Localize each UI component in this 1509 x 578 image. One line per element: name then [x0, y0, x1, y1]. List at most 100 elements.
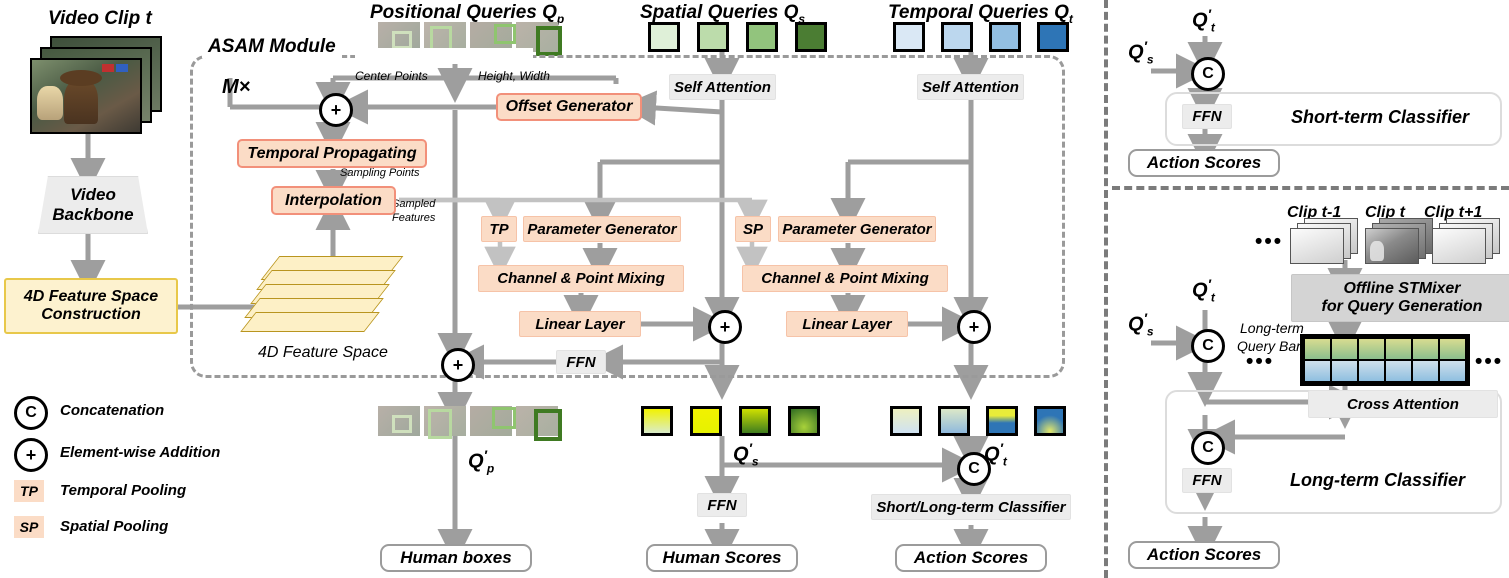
long-term-action-scores-output[interactable]: Action Scores: [1128, 541, 1280, 569]
query-thumb: [424, 406, 466, 439]
clip-label-prev: Clip t-1: [1287, 204, 1342, 221]
ffn-human-scores-box[interactable]: FFN: [697, 493, 747, 517]
bank-ellipsis-left: •••: [1246, 350, 1275, 373]
query-thumb: [516, 22, 562, 56]
bank-cell: [1385, 360, 1412, 382]
fsc-line-2: Construction: [41, 306, 141, 323]
swatch: [739, 406, 771, 436]
sampled-features-line-2: Features: [392, 212, 436, 224]
bank-cell: [1439, 360, 1466, 382]
spatial-pooling-tag: SP: [14, 516, 44, 538]
bank-cell: [1385, 338, 1412, 360]
temporal-queries-label: Temporal Queries Qt: [888, 2, 1073, 26]
positional-queries-label: Positional Queries Qp: [370, 2, 565, 26]
clip-stack-prev: [1290, 218, 1360, 264]
self-attention-spatial-box[interactable]: Self Attention: [669, 74, 776, 100]
swatch: [938, 406, 970, 436]
offline-stmixer-box[interactable]: Offline STMixer for Query Generation: [1291, 274, 1509, 322]
feature-space-caption: 4D Feature Space: [258, 344, 388, 361]
short-long-term-classifier-box[interactable]: Short/Long-term Classifier: [871, 494, 1071, 520]
bank-cell: [1304, 360, 1331, 382]
panel-divider-horizontal: [1112, 186, 1509, 190]
clip-label-current: Clip t: [1365, 204, 1405, 221]
action-scores-output-main[interactable]: Action Scores: [895, 544, 1047, 572]
long-term-query-bank: [1300, 334, 1470, 386]
backbone-line-1: Video: [70, 185, 116, 205]
long-term-concat-node-bottom: C: [1191, 431, 1225, 465]
sampling-points-label: Sampling Points: [340, 167, 420, 179]
short-term-ffn-box[interactable]: FFN: [1182, 104, 1232, 129]
channel-point-mixing-temporal-box[interactable]: Channel & Point Mixing: [742, 265, 948, 292]
swatch: [893, 22, 925, 52]
concatenation-icon: C: [14, 396, 48, 430]
swatch: [989, 22, 1021, 52]
self-attention-temporal-box[interactable]: Self Attention: [917, 74, 1024, 100]
legend-label-temporal-pooling: Temporal Pooling: [60, 482, 187, 499]
panel-divider-vertical: [1104, 0, 1108, 578]
bank-cell: [1358, 338, 1385, 360]
height-width-label: Height, Width: [478, 69, 550, 83]
human-boxes-output[interactable]: Human boxes: [380, 544, 532, 572]
sampled-features-line-1: Sampled: [392, 198, 436, 210]
feature-space-stack: [240, 256, 404, 346]
short-term-action-scores-output[interactable]: Action Scores: [1128, 149, 1280, 177]
parameter-generator-spatial-box[interactable]: Parameter Generator: [523, 216, 681, 242]
video-backbone-box: Video Backbone: [38, 176, 148, 234]
swatch: [890, 406, 922, 436]
bank-cell: [1331, 338, 1358, 360]
qp-prime-label: Q′p: [468, 447, 495, 476]
linear-layer-temporal-box[interactable]: Linear Layer: [786, 311, 908, 337]
backbone-line-2: Backbone: [52, 205, 134, 224]
bank-cell: [1412, 360, 1439, 382]
short-term-qs-label: Q′s: [1128, 38, 1154, 67]
asam-module-title: ASAM Module: [202, 36, 342, 58]
short-term-classifier-title: Short-term Classifier: [1291, 107, 1470, 127]
swatch: [690, 406, 722, 436]
legend-label-addition: Element-wise Addition: [60, 444, 221, 461]
swatch: [641, 406, 673, 436]
query-thumb: [378, 406, 420, 436]
parameter-generator-temporal-box[interactable]: Parameter Generator: [778, 216, 936, 242]
short-term-qt-label: Q′t: [1192, 6, 1215, 35]
fsc-line-1: 4D Feature Space: [23, 287, 159, 305]
clips-ellipsis-left: •••: [1255, 230, 1284, 253]
spatial-queries-label: Spatial Queries Qs: [640, 2, 806, 26]
bank-cell: [1358, 360, 1385, 382]
swatch: [697, 22, 729, 52]
long-term-classifier-title: Long-term Classifier: [1290, 470, 1466, 490]
clip-stack-current: [1365, 218, 1435, 264]
qs-prime-label: Q′s: [733, 440, 759, 469]
video-clip-label: Video Clip t: [48, 8, 152, 29]
long-term-ffn-box[interactable]: FFN: [1182, 468, 1232, 493]
concat-node-main: C: [957, 452, 991, 486]
query-thumb: [470, 22, 516, 52]
long-term-qs-label: Q′s: [1128, 310, 1154, 339]
stmixer-line-1: Offline STMixer: [1343, 279, 1461, 297]
human-scores-output[interactable]: Human Scores: [646, 544, 798, 572]
swatch: [746, 22, 778, 52]
add-node-temporal: +: [957, 310, 991, 344]
swatch: [795, 22, 827, 52]
cross-attention-box[interactable]: Cross Attention: [1308, 390, 1498, 418]
add-node-positional: +: [319, 93, 353, 127]
ffn-asam-box[interactable]: FFN: [556, 350, 606, 374]
center-points-label: Center Points: [355, 69, 428, 83]
spatial-pooling-box[interactable]: SP: [735, 216, 771, 242]
feature-space-construction-box: 4D Feature Space Construction: [4, 278, 178, 334]
legend-label-spatial-pooling: Spatial Pooling: [60, 518, 169, 535]
long-term-qt-label: Q′t: [1192, 276, 1215, 305]
channel-point-mixing-spatial-box[interactable]: Channel & Point Mixing: [478, 265, 684, 292]
query-thumb: [470, 406, 516, 436]
swatch: [941, 22, 973, 52]
addition-icon: +: [14, 438, 48, 472]
long-term-concat-node-top: C: [1191, 329, 1225, 363]
interpolation-box[interactable]: Interpolation: [271, 186, 396, 215]
bank-cell: [1331, 360, 1358, 382]
temporal-propagating-box[interactable]: Temporal Propagating: [237, 139, 427, 168]
asam-module-boundary: [190, 55, 1065, 378]
clip-label-next: Clip t+1: [1424, 204, 1483, 221]
linear-layer-spatial-box[interactable]: Linear Layer: [519, 311, 641, 337]
temporal-pooling-tag: TP: [14, 480, 44, 502]
temporal-pooling-box[interactable]: TP: [481, 216, 517, 242]
offset-generator-box[interactable]: Offset Generator: [496, 93, 642, 121]
